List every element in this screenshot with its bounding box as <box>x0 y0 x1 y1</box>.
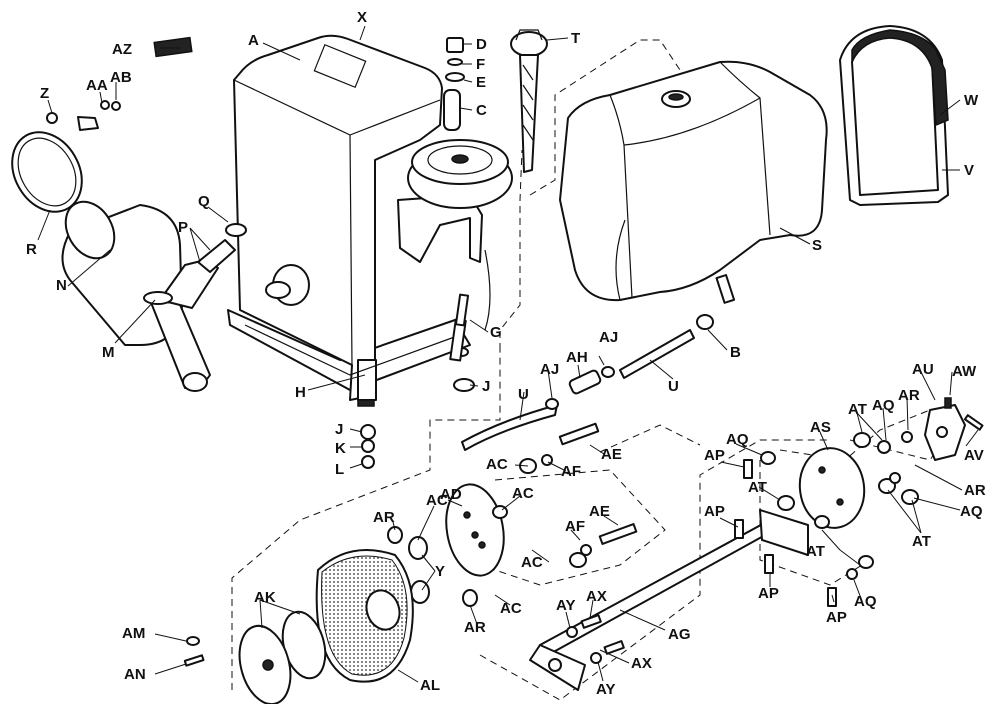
label-av: AV <box>964 447 984 464</box>
label-am: AM <box>122 625 145 642</box>
label-a: A <box>248 32 259 49</box>
label-aj-left: AJ <box>540 361 559 378</box>
label-r: R <box>26 241 37 258</box>
label-al: AL <box>420 677 440 694</box>
label-ar-3: AR <box>898 387 920 404</box>
label-d: D <box>476 36 487 53</box>
label-y: Y <box>435 563 445 580</box>
label-p: P <box>178 219 188 236</box>
label-aq-4: AQ <box>960 503 983 520</box>
label-ax-2: AX <box>631 655 652 672</box>
label-ay-1: AY <box>556 597 575 614</box>
label-l: L <box>335 461 344 478</box>
leader-lines <box>37 25 979 683</box>
label-ae-lower: AE <box>589 503 610 520</box>
label-ae-upper: AE <box>601 446 622 463</box>
label-at-4: AT <box>912 533 931 550</box>
label-as: AS <box>810 419 831 436</box>
label-ar-4: AR <box>964 482 986 499</box>
tank-strap <box>839 25 949 206</box>
label-ap-3: AP <box>758 585 779 602</box>
engine-housing <box>227 34 471 407</box>
fuel-tank <box>559 60 828 304</box>
label-n: N <box>56 277 67 294</box>
small-hardware <box>46 36 475 469</box>
label-aw: AW <box>952 363 977 380</box>
label-k: K <box>335 440 346 457</box>
label-g: G <box>490 324 502 341</box>
label-m: M <box>102 344 115 361</box>
label-ax-1: AX <box>586 588 607 605</box>
mounting-frame <box>529 397 984 691</box>
label-c: C <box>476 102 487 119</box>
label-ac-5: AC <box>500 600 522 617</box>
label-w: W <box>964 92 979 109</box>
label-au: AU <box>912 361 934 378</box>
muffler-assembly <box>11 116 247 392</box>
label-aq-2: AQ <box>854 593 877 610</box>
label-j-lower: J <box>335 421 343 438</box>
label-ay-2: AY <box>596 681 615 698</box>
label-q: Q <box>198 193 210 210</box>
label-at-3: AT <box>848 401 867 418</box>
label-ap-1: AP <box>704 447 725 464</box>
label-ag: AG <box>668 626 691 643</box>
label-ad: AD <box>440 486 462 503</box>
label-aq-3: AQ <box>872 397 895 414</box>
label-f: F <box>476 56 485 73</box>
label-h: H <box>295 384 306 401</box>
blower-assembly <box>397 37 513 331</box>
label-b: B <box>730 344 741 361</box>
label-at-1: AT <box>748 479 767 496</box>
label-ac-1: AC <box>486 456 508 473</box>
label-aq-1: AQ <box>726 431 749 448</box>
label-aa: AA <box>86 77 108 94</box>
label-at-2: AT <box>806 543 825 560</box>
label-ar-2: AR <box>464 619 486 636</box>
label-ac-2: AC <box>512 485 534 502</box>
label-ap-4: AP <box>826 609 847 626</box>
part-labels: A X D F E C T W V S AZ Z AA AB R Q P N M… <box>26 9 986 698</box>
filler-gauge <box>510 29 548 173</box>
label-az: AZ <box>112 41 132 58</box>
label-aj-right: AJ <box>599 329 618 346</box>
fuel-line <box>461 314 714 451</box>
label-u-right: U <box>668 378 679 395</box>
label-j-upper: J <box>482 378 490 395</box>
label-t: T <box>571 30 580 47</box>
label-x: X <box>357 9 367 26</box>
label-ac-4: AC <box>521 554 543 571</box>
label-af-lower: AF <box>565 518 585 535</box>
label-an: AN <box>124 666 146 683</box>
label-ac-3: AC <box>426 492 448 509</box>
label-e: E <box>476 74 486 91</box>
label-s: S <box>812 237 822 254</box>
label-ah: AH <box>566 349 588 366</box>
label-v: V <box>964 162 974 179</box>
label-z: Z <box>40 85 49 102</box>
label-ab: AB <box>110 69 132 86</box>
label-u-left: U <box>518 386 529 403</box>
label-ak: AK <box>254 589 276 606</box>
label-af-upper: AF <box>561 463 581 480</box>
label-ap-2: AP <box>704 503 725 520</box>
label-ar-1: AR <box>373 509 395 526</box>
